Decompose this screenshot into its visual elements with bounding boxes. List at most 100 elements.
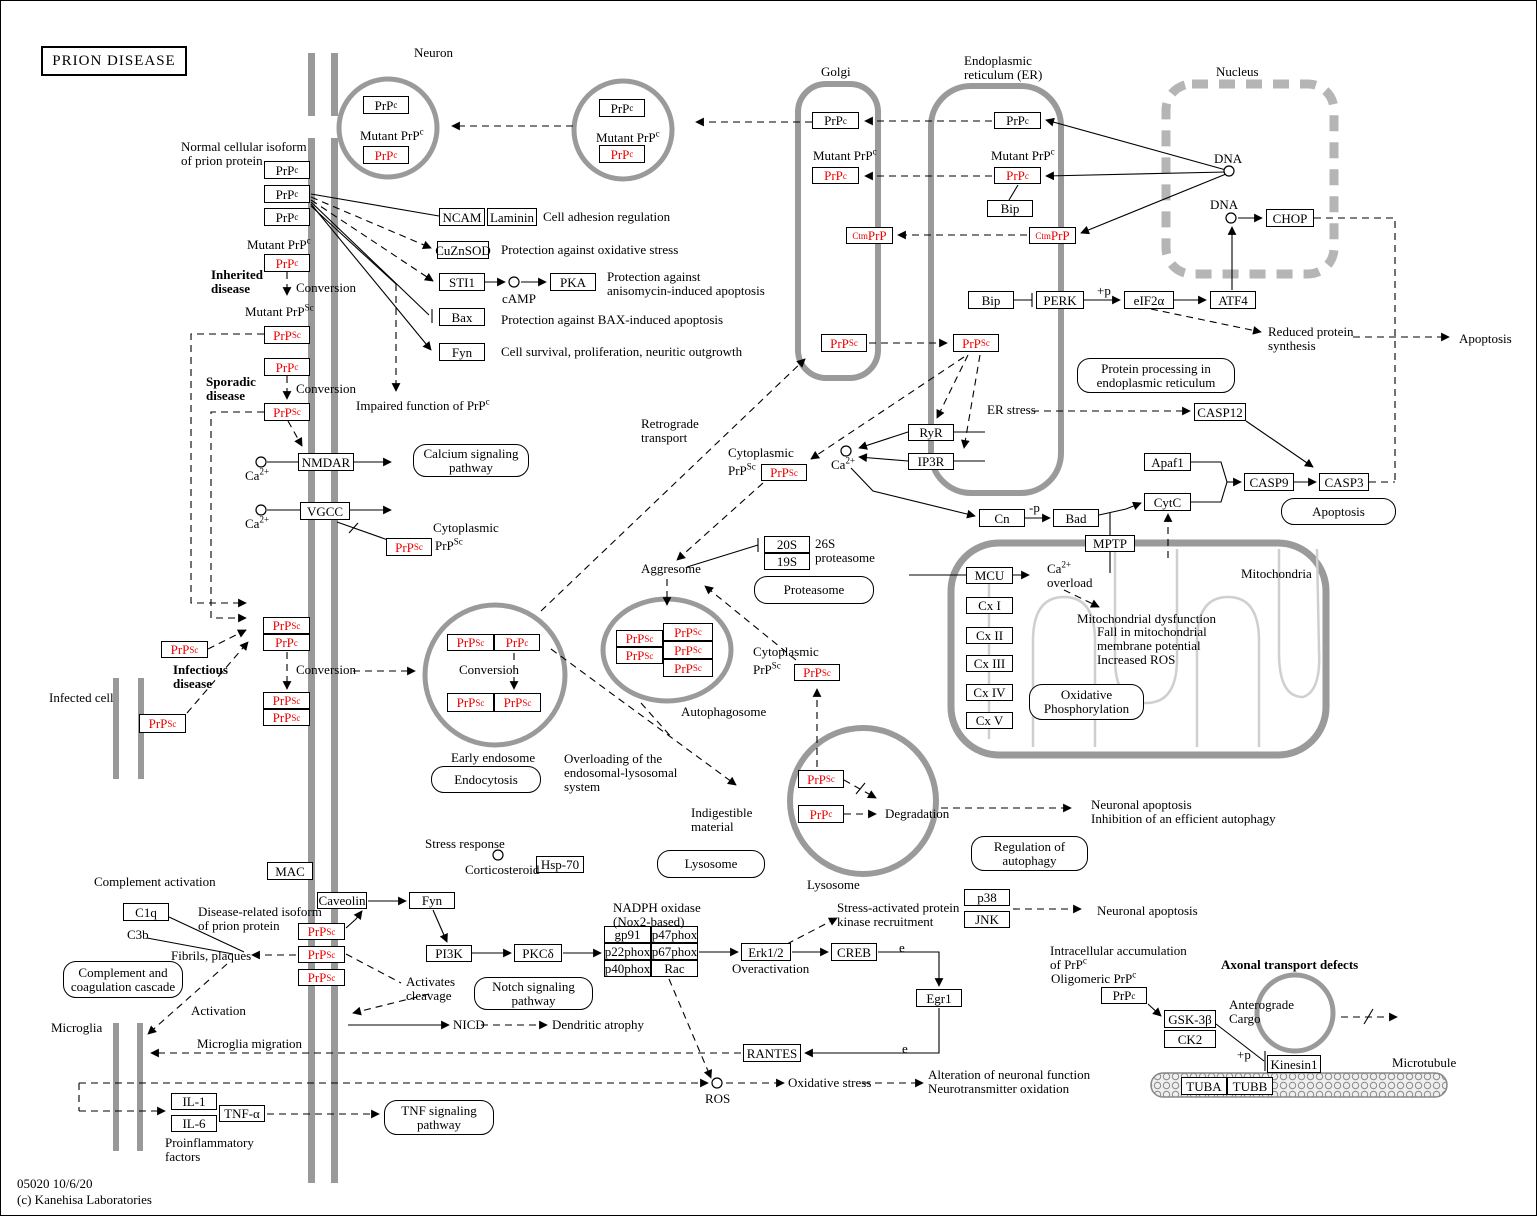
gene-gp91[interactable]: gp91 — [604, 926, 651, 943]
gene-tubb[interactable]: TUBB — [1227, 1077, 1273, 1095]
gene-p22phox[interactable]: p22phox — [604, 943, 651, 960]
gene-il-1[interactable]: IL-1 — [171, 1093, 217, 1110]
gene-vgcc[interactable]: VGCC — [300, 502, 350, 520]
gene-eif2a[interactable]: eIF2α — [1124, 291, 1174, 309]
gene-rac[interactable]: Rac — [651, 960, 698, 977]
pathway-link-proteasome[interactable]: Proteasome — [754, 576, 874, 604]
gene-p47phox[interactable]: p47phox — [651, 926, 698, 943]
gene-pkcd[interactable]: PKCδ — [514, 944, 562, 962]
gene-tuba[interactable]: TUBA — [1181, 1077, 1227, 1095]
gene-laminin[interactable]: Laminin — [487, 208, 537, 226]
gene-ryr[interactable]: RyR — [908, 424, 954, 441]
gene-cytc[interactable]: CytC — [1144, 493, 1191, 511]
gene-proteasome-20s[interactable]: 20S — [764, 536, 810, 553]
gene-mptp[interactable]: MPTP — [1085, 535, 1135, 552]
gene-cn[interactable]: Cn — [979, 509, 1025, 527]
gene-gsk-3b[interactable]: GSK-3β — [1164, 1010, 1216, 1028]
gene-tnf-a[interactable]: TNF-α — [219, 1105, 265, 1122]
gene-perk[interactable]: PERK — [1036, 291, 1084, 309]
gene-er-bip-1[interactable]: Bip — [987, 200, 1033, 217]
gene-cx-iv[interactable]: Cx IV — [966, 684, 1013, 701]
gene-rantes[interactable]: RANTES — [743, 1044, 801, 1062]
gene-bax[interactable]: Bax — [439, 308, 485, 326]
gene-jnk[interactable]: JNK — [964, 911, 1010, 928]
gene-il-6[interactable]: IL-6 — [171, 1115, 217, 1132]
gene-cx-iii[interactable]: Cx III — [966, 655, 1013, 672]
gene-ip3r[interactable]: IP3R — [908, 453, 954, 470]
gene-casp12[interactable]: CASP12 — [1194, 403, 1246, 421]
gene-mcu[interactable]: MCU — [966, 567, 1013, 584]
gene-sti1[interactable]: STI1 — [439, 273, 485, 291]
gene-p67phox[interactable]: p67phox — [651, 943, 698, 960]
gene-cx-ii[interactable]: Cx II — [966, 627, 1013, 644]
gene-casp3[interactable]: CASP3 — [1319, 473, 1369, 491]
gene-c1q[interactable]: C1q — [123, 903, 169, 921]
gene-cuznsod[interactable]: CuZnSOD — [435, 241, 491, 259]
gene-ncam[interactable]: NCAM — [439, 208, 485, 226]
gene-egr1[interactable]: Egr1 — [916, 989, 962, 1007]
gene-creb[interactable]: CREB — [831, 943, 877, 961]
gene-bip-2[interactable]: Bip — [968, 291, 1014, 309]
gene-nmdar[interactable]: NMDAR — [298, 453, 354, 471]
gene-ck2[interactable]: CK2 — [1164, 1030, 1216, 1048]
gene-proteasome-19s[interactable]: 19S — [764, 553, 810, 570]
pathway-link-apoptosis[interactable]: Apoptosis — [1281, 498, 1396, 525]
gene-cx-v[interactable]: Cx V — [966, 712, 1013, 729]
gene-bad[interactable]: Bad — [1053, 509, 1099, 527]
gene-p38[interactable]: p38 — [964, 889, 1010, 906]
gene-chop[interactable]: CHOP — [1266, 209, 1314, 227]
gene-pi3k[interactable]: PI3K — [426, 945, 472, 962]
pathway-link-endocytosis[interactable]: Endocytosis — [431, 766, 541, 793]
gene-fyn-1[interactable]: Fyn — [439, 343, 485, 361]
gene-casp9[interactable]: CASP9 — [1244, 473, 1294, 491]
gene-erk12[interactable]: Erk1/2 — [741, 943, 791, 961]
gene-hsp-70[interactable]: Hsp-70 — [536, 856, 584, 873]
